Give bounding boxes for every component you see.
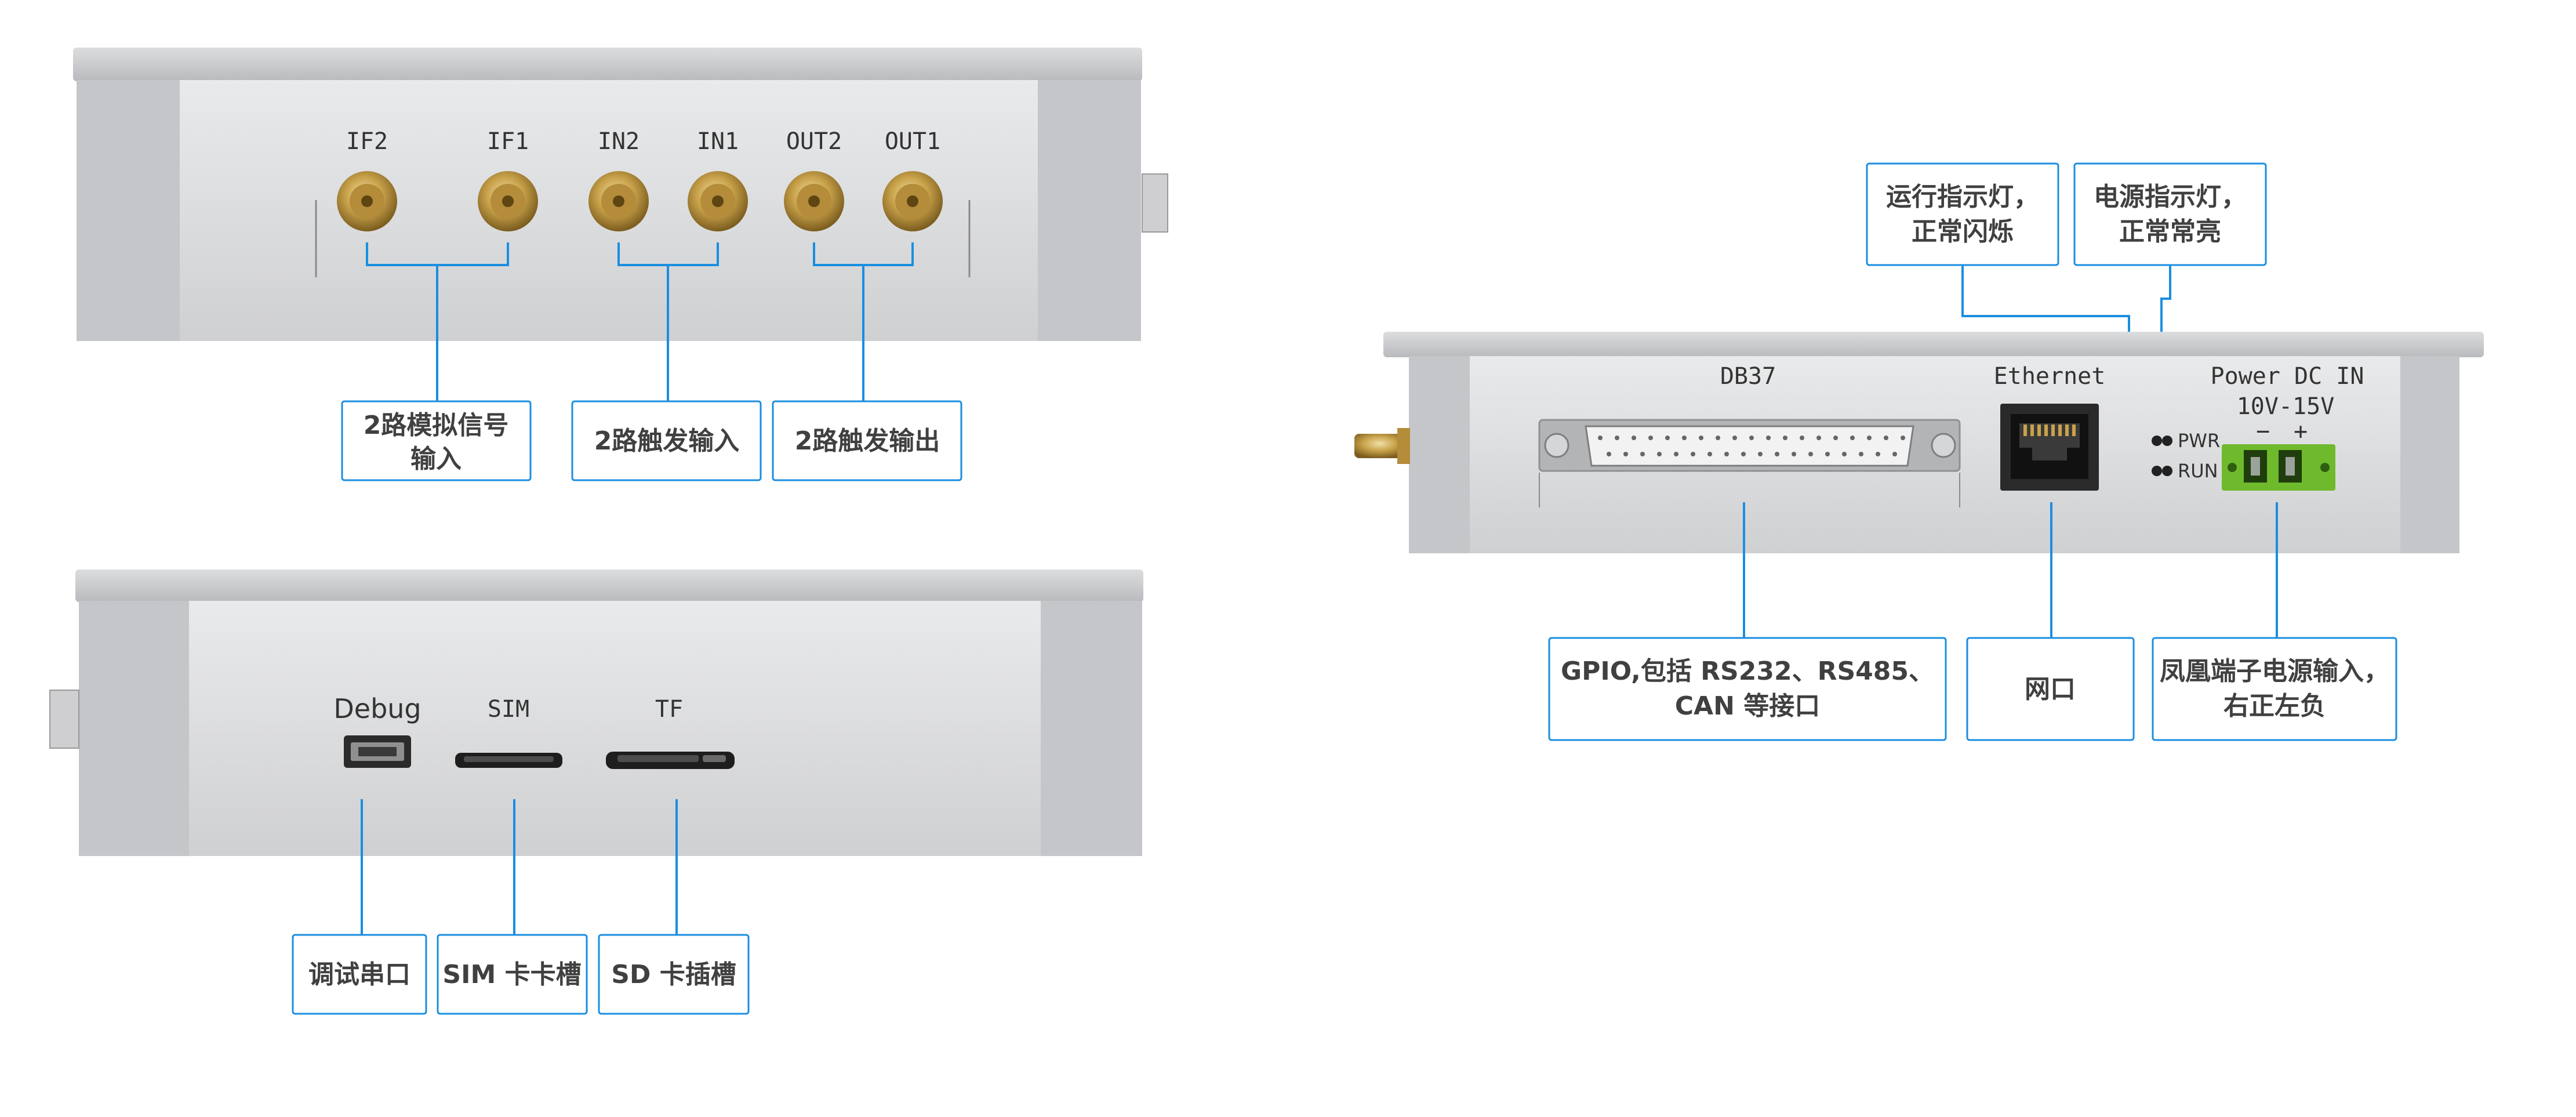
callout-run-led: 运行指示灯， 正常闪烁	[1866, 162, 2059, 266]
polarity-minus: −	[2256, 418, 2270, 445]
callout-line: 右正左负	[2223, 691, 2326, 721]
callout-line: 输入	[410, 444, 462, 474]
panel-bottom-left: Debug SIM TF 调试串口 SIM 卡卡槽	[49, 570, 1143, 1015]
connector-label: OUT2	[786, 128, 842, 155]
callout-line: 2路触发输出	[795, 426, 940, 456]
callout-line: 调试串口	[308, 960, 410, 989]
callout-trigger-output: 2路触发输出	[772, 400, 962, 481]
callout-sim-slot: SIM 卡卡槽	[437, 934, 588, 1015]
phoenix-terminal-icon	[2222, 444, 2335, 491]
connector-label: IF2	[346, 128, 388, 155]
callout-line: GPIO,包括 RS232、RS485、	[1561, 657, 1934, 686]
device-lid	[75, 570, 1143, 602]
panel-top-left: IF2 IF1 IN2 IN1 OUT2 OUT1 2路模拟信号 输入 2路触发…	[73, 48, 1168, 481]
callout-gpio: GPIO,包括 RS232、RS485、 CAN 等接口	[1548, 637, 1947, 741]
ethernet-label: Ethernet	[1994, 363, 2106, 390]
port-label-sim: SIM	[488, 696, 529, 723]
power-label: Power DC IN	[2211, 363, 2364, 390]
callout-line: 运行指示灯，	[1886, 182, 2039, 212]
sma-connector-icon	[588, 171, 649, 231]
device-lid	[73, 48, 1142, 81]
callout-line: SD 卡插槽	[611, 960, 736, 989]
callout-analog-input: 2路模拟信号 输入	[341, 400, 532, 481]
sma-connector-icon	[882, 171, 943, 231]
side-stub	[1142, 173, 1168, 233]
leader-lines	[366, 242, 914, 401]
callout-line: SIM 卡卡槽	[442, 960, 581, 989]
callout-line: 正常闪烁	[1912, 217, 2014, 246]
callout-power-input: 凤凰端子电源输入， 右正左负	[2152, 637, 2397, 741]
callout-line: 凤凰端子电源输入，	[2160, 657, 2389, 686]
voltage-label: 10V-15V	[2237, 393, 2335, 420]
connector-label: IN2	[598, 128, 640, 155]
device-body	[79, 601, 1142, 856]
db37-connector-icon	[1538, 419, 1961, 507]
callout-debug-serial: 调试串口	[292, 934, 427, 1015]
mini-usb-port-icon	[344, 735, 411, 768]
callout-line: 正常常亮	[2119, 217, 2221, 246]
leader-lines-bottom	[1743, 502, 2278, 638]
callout-line: 网口	[2025, 674, 2076, 704]
device-side-left	[79, 601, 189, 856]
callout-line: 电源指示灯，	[2094, 182, 2247, 212]
antenna-connector-icon	[1354, 428, 1410, 464]
callout-line: CAN 等接口	[1675, 691, 1821, 721]
connector-label: IN1	[697, 128, 739, 155]
callout-trigger-input: 2路触发输入	[571, 400, 762, 481]
port-label-debug: Debug	[333, 693, 421, 724]
device-side-right	[1038, 80, 1141, 341]
port-label-tf: TF	[655, 696, 683, 723]
db37-label: DB37	[1720, 363, 1776, 390]
connector-label: IF1	[487, 128, 529, 155]
led-label-pwr: PWR	[2178, 430, 2220, 452]
device-side-right	[2400, 356, 2459, 553]
device-side-right	[1041, 601, 1142, 856]
tf-slot-icon	[606, 752, 735, 769]
polarity-plus: +	[2294, 418, 2308, 445]
callout-line: 2路模拟信号	[364, 411, 509, 440]
callout-sd-slot: SD 卡插槽	[598, 934, 750, 1015]
sma-connector-icon	[784, 171, 844, 231]
panel-right: 运行指示灯， 正常闪烁 电源指示灯， 正常常亮 DB37	[1354, 162, 2484, 741]
pwr-led-icon	[2152, 436, 2172, 446]
sim-slot-icon	[455, 753, 562, 768]
sma-connector-icon	[337, 171, 397, 231]
leader-lines	[361, 799, 678, 935]
device-side-left	[1409, 356, 1470, 553]
connector-label: OUT1	[885, 128, 940, 155]
device-side-left	[77, 80, 180, 341]
side-stub	[49, 690, 79, 749]
callout-line: 2路触发输入	[594, 426, 740, 456]
sma-connector-icon	[478, 171, 538, 231]
callout-pwr-led: 电源指示灯， 正常常亮	[2073, 162, 2267, 266]
device-lid	[1383, 332, 2484, 357]
sma-connectors: IF2 IF1 IN2 IN1 OUT2 OUT1	[337, 128, 943, 231]
led-label-run: RUN	[2178, 460, 2218, 482]
sma-connector-icon	[688, 171, 748, 231]
ethernet-port-icon	[2000, 404, 2099, 491]
callout-network-port: 网口	[1966, 637, 2135, 741]
run-led-icon	[2152, 466, 2172, 476]
